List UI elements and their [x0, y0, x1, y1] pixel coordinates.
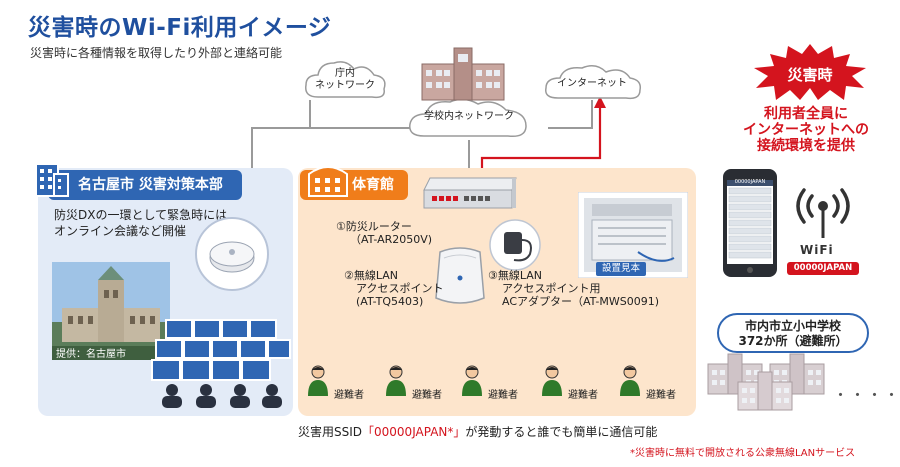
router-label: ①防災ルーター （AT-AR2050V) [336, 220, 432, 246]
phone-network-header: 00000JAPAN [734, 179, 766, 185]
cloud-internet-label: インターネット [557, 78, 627, 89]
schools-line-2: 372か所（避難所） [738, 334, 848, 348]
evacuee-person-icon [308, 365, 328, 396]
ssid-note-suffix: が発動すると誰でも簡単に通信可能 [465, 425, 658, 439]
gym-building-icon [308, 166, 348, 197]
smartphone-icon [723, 169, 777, 277]
ap-label: ②無線LAN アクセスポイント (AT-TQ5403) [344, 269, 443, 308]
provide-line-2: インターネットへの [743, 122, 869, 138]
city-hall-photo [52, 262, 170, 360]
cloud-government-icon [305, 61, 386, 99]
schools-label-box: 市内市立小中学校 372か所（避難所） [717, 313, 869, 353]
router-label-line-1: ①防災ルーター [336, 220, 412, 233]
hq-description: 防災DXの一環として緊急時には オンライン会議など開催 [54, 207, 227, 239]
school-buildings-icon [707, 353, 825, 411]
cloud-internet-icon [545, 65, 642, 100]
evacuee-label: 避難者 [488, 390, 518, 401]
provide-message: 利用者全員に インターネットへの 接続環境を提供 [726, 106, 886, 154]
evacuee-person-icon [386, 365, 406, 396]
installation-sample-label: 設置見本 [596, 262, 646, 276]
ssid-note-prefix: 災害用SSID [298, 425, 363, 439]
hq-tab-label: 名古屋市 災害対策本部 [78, 177, 223, 193]
online-meeting-monitors-icon [151, 319, 291, 408]
adapter-label: ③無線LAN アクセスポイント用 ACアダプター（AT-MWS0091) [488, 269, 659, 308]
gym-tab-label: 体育館 [352, 177, 394, 193]
ap-label-line-2: アクセスポイント [356, 282, 444, 295]
ap-label-line-1: ②無線LAN [344, 269, 398, 282]
cloud-school-label: 学校内ネットワーク [424, 111, 514, 122]
adapter-label-line-2: アクセスポイント用 [502, 282, 601, 295]
page-title: 災害時のWi-Fi利用イメージ [28, 15, 332, 41]
disaster-label: 災害時 [787, 66, 833, 84]
footnote: *災害時に無料で開放される公衆無線LANサービス [630, 448, 856, 459]
adapter-label-line-3: ACアダプター（AT-MWS0091) [502, 295, 659, 308]
provide-line-1: 利用者全員に [764, 106, 848, 122]
school-building-icon [421, 47, 505, 101]
evacuee-person-icon [620, 365, 640, 396]
schools-line-1: 市内市立小中学校 [744, 319, 841, 333]
disaster-starburst-badge [754, 44, 866, 100]
ssid-badge: 00000JAPAN [787, 262, 859, 275]
evacuee-label: 避難者 [646, 390, 676, 401]
office-building-icon [35, 163, 69, 197]
wireless-access-point-device [435, 247, 485, 304]
evacuee-label: 避難者 [568, 390, 598, 401]
ssid-note: 災害用SSID「00000JAPAN*」が発動すると誰でも簡単に通信可能 [298, 423, 657, 440]
wifi-antenna-icon [796, 188, 850, 238]
ceiling-access-point-photo [195, 217, 269, 291]
ac-adapter-photo [489, 219, 541, 271]
provide-line-3: 接続環境を提供 [757, 138, 855, 154]
evacuee-person-icon [462, 365, 482, 396]
wifi-label: WiFi [800, 243, 834, 257]
evacuee-label: 避難者 [334, 390, 364, 401]
evacuee-label: 避難者 [412, 390, 442, 401]
ssid-note-ssid: 「00000JAPAN*」 [362, 425, 466, 439]
router-label-line-2: （AT-AR2050V) [350, 233, 433, 246]
photo-credit: 提供：名古屋市 [56, 349, 126, 360]
cloud-government-label: 庁内 ネットワーク [315, 68, 375, 91]
ap-label-line-3: (AT-TQ5403) [356, 295, 424, 308]
hq-description-line-2: オンライン会議など開催 [54, 224, 187, 238]
hq-tab: 名古屋市 災害対策本部 [48, 170, 242, 200]
adapter-label-line-1: ③無線LAN [488, 269, 542, 282]
page-subtitle: 災害時に各種情報を取得したり外部と連絡可能 [30, 46, 283, 60]
evacuee-person-icon [542, 365, 562, 396]
hq-description-line-1: 防災DXの一環として緊急時には [54, 208, 228, 222]
more-schools-ellipsis: ・・・・ [833, 386, 900, 404]
disaster-router-device [423, 177, 517, 209]
